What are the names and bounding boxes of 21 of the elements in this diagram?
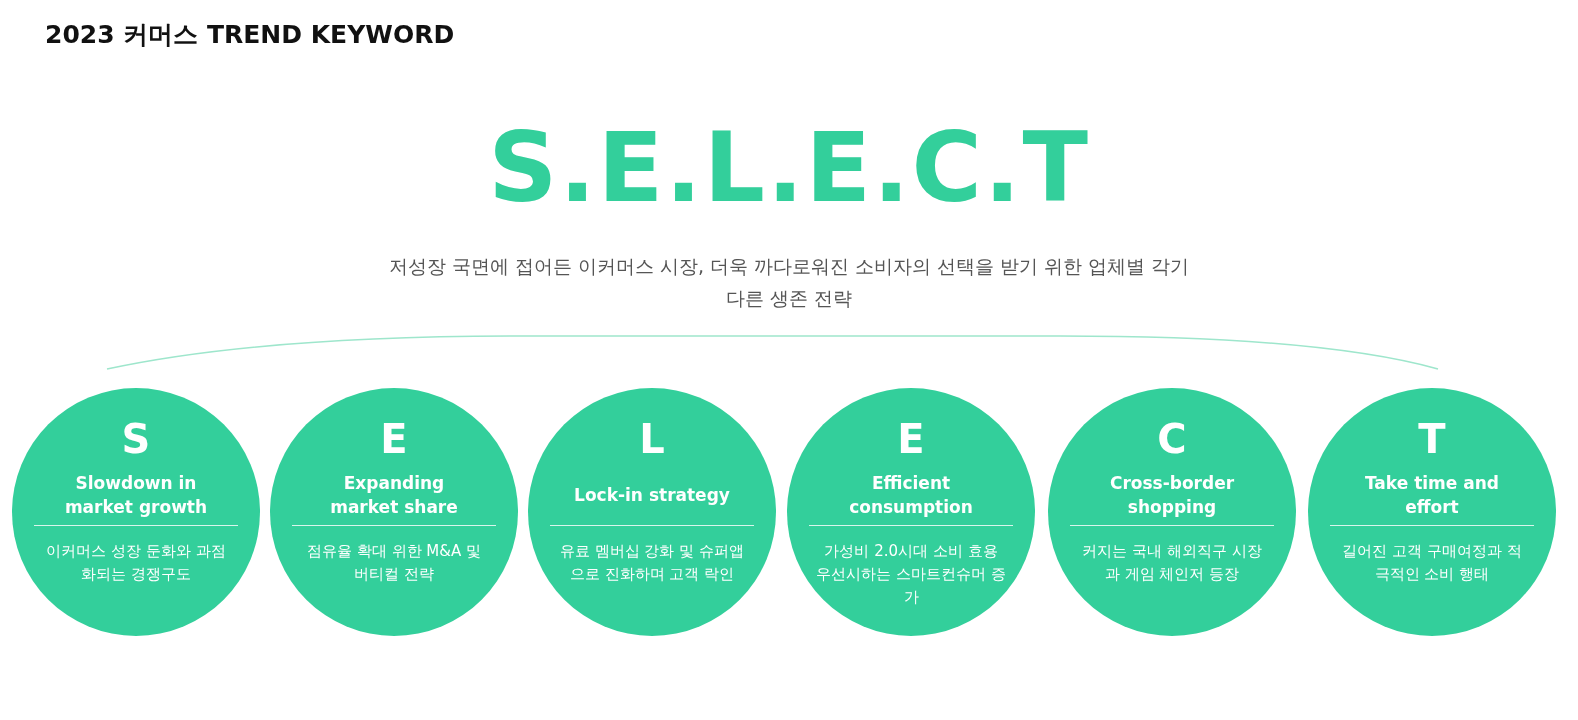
description-text: 점유율 확대 위한 M&A 및 버티컬 전략 (307, 542, 481, 583)
description-text: 길어진 고객 구매여정과 적극적인 소비 행태 (1342, 542, 1522, 583)
description-text: 가성비 2.0시대 소비 효용 우선시하는 스마트컨슈머 증가 (816, 542, 1006, 606)
circle-letter: T (1418, 416, 1446, 462)
page-title: 2023 커머스 TREND KEYWORD (45, 19, 455, 51)
keyword-title: Efficient consumption (848, 472, 974, 519)
circle-letter: E (380, 416, 408, 462)
keyword-title: Slowdown in market growth (63, 472, 209, 519)
circle-letter: C (1157, 416, 1187, 462)
circle-letter: E (897, 416, 925, 462)
keyword-heading: S.E.L.E.C.T (487, 112, 1091, 224)
keyword-title: Cross-border shopping (1108, 472, 1236, 519)
circle-letter: L (639, 416, 665, 462)
description-text: 이커머스 성장 둔화와 과점화되는 경쟁구도 (46, 542, 226, 583)
keyword-title: Expanding market share (329, 472, 459, 519)
description-text: 유료 멤버십 강화 및 슈퍼앱으로 진화하며 고객 락인 (559, 542, 745, 583)
description-text: 커지는 국내 해외직구 시장과 게임 체인저 등장 (1082, 542, 1262, 583)
keyword-title: Take time and effort (1363, 472, 1500, 519)
keyword-title: Lock-in strategy (574, 484, 730, 507)
subtitle-text: 저성장 국면에 접어든 이커머스 시장, 더욱 까다로워진 소비자의 선택을 받기 위한 업체별 각기 다른 생존 전략 (387, 254, 1191, 311)
circle-letter: S (121, 416, 151, 462)
